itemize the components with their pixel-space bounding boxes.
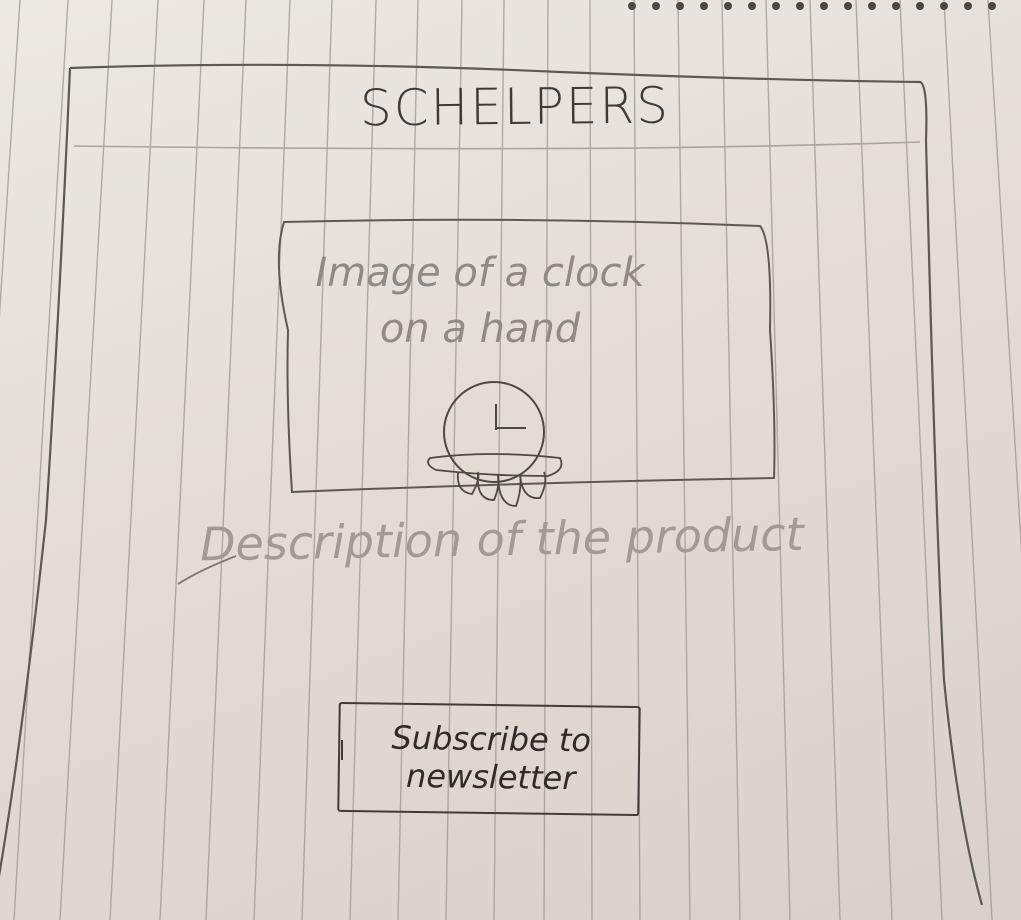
page-title: SCHELPERS (359, 76, 671, 138)
subscribe-button-label: Subscribe to newsletter (391, 718, 592, 798)
spiral-binding (628, 2, 996, 10)
image-placeholder-label: Image of a clock on a hand (315, 250, 645, 352)
hand-icon (427, 453, 563, 507)
clock-icon (443, 381, 545, 483)
subscribe-button[interactable]: Subscribe to newsletter (337, 701, 641, 817)
header-divider (73, 141, 921, 150)
image-placeholder-frame (277, 218, 776, 494)
page-frame (0, 63, 984, 906)
description-swoosh (177, 555, 237, 585)
product-description: Description of the product (199, 506, 805, 572)
